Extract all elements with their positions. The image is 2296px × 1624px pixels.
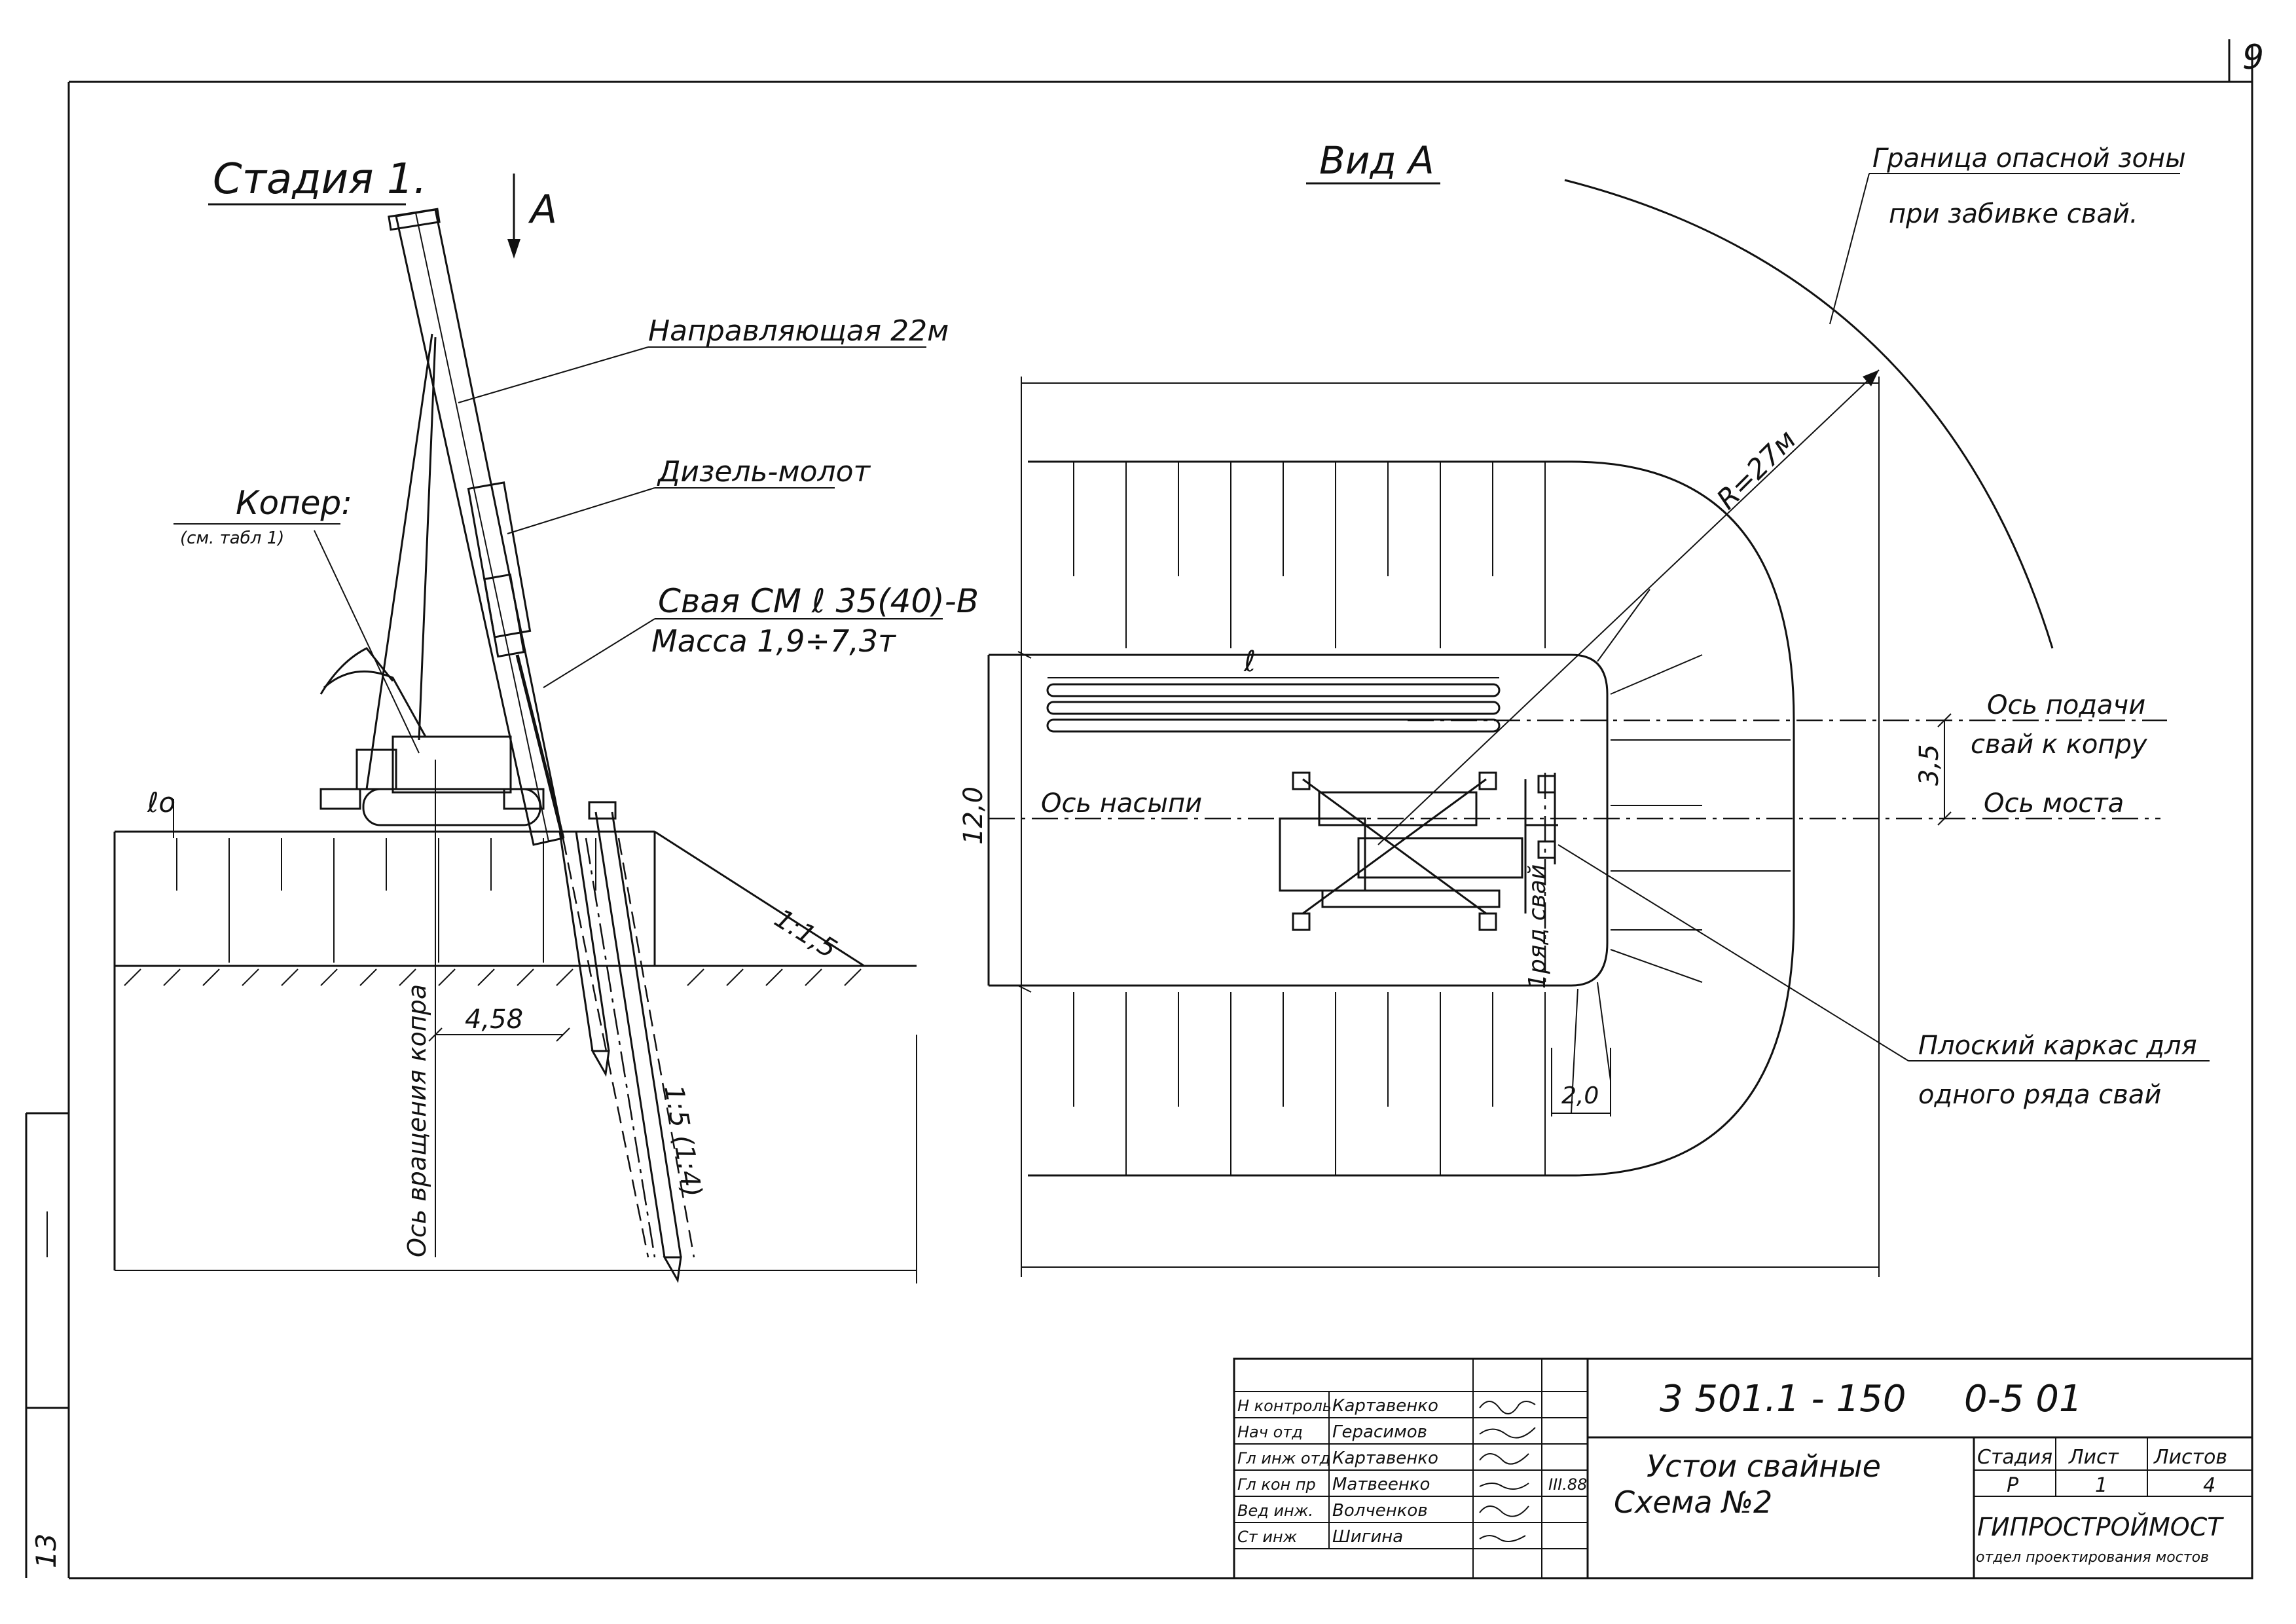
dim-458-label: 4,58 <box>465 1005 523 1035</box>
frame-leader <box>1558 844 1909 1061</box>
stored-piles: ℓ <box>1046 645 1501 733</box>
signatures <box>1479 1401 1536 1542</box>
slope-label: 1:1,5 <box>769 903 842 964</box>
callouts-left <box>173 346 943 754</box>
doc-suffix: 0-5 01 <box>1964 1378 2083 1420</box>
danger-zone-2: при забивке свай. <box>1889 199 2138 229</box>
name-3: Матвеенко <box>1332 1475 1430 1494</box>
role-0: Н контроль <box>1237 1397 1332 1415</box>
danger-zone-1: Граница опасной зоны <box>1872 143 2186 174</box>
name-4: Волченков <box>1332 1501 1428 1521</box>
danger-zone-arc <box>1564 179 2054 649</box>
koper-plan <box>1279 771 1558 931</box>
doc-code: 3 501.1 - 150 <box>1660 1378 1906 1420</box>
name-5: Шигина <box>1332 1527 1403 1547</box>
pile-driver-koper <box>319 208 565 846</box>
name-2: Картавенко <box>1332 1449 1438 1468</box>
pile-slope-label: 1:5 (1:4) <box>658 1083 707 1200</box>
page-number: 9 <box>2242 38 2264 77</box>
radius-line <box>1377 369 1880 845</box>
embankment-axis-label: Ось насыпи <box>1041 788 1202 819</box>
title-line-2: Схема №2 <box>1614 1485 1772 1520</box>
hammer-label: Дизель-молот <box>657 455 871 489</box>
radius-label: R=27м <box>1710 424 1802 515</box>
date: III.88 <box>1548 1475 1587 1494</box>
embankment-inner <box>989 654 1609 987</box>
value-stage: Р <box>2007 1474 2019 1497</box>
view-a: Вид А Граница опасной зоны при забивке с… <box>958 138 2210 1277</box>
org-name: ГИПРОСТРОЙМОСТ <box>1977 1513 2224 1541</box>
dept-name: отдел проектирования мостов <box>1976 1549 2209 1566</box>
koper-note: (см. табл 1) <box>180 528 284 548</box>
role-3: Гл кон пр <box>1237 1475 1316 1494</box>
dim-458: 4,58 Ось вращения копра <box>403 760 570 1257</box>
margin-note: 13 <box>30 1534 62 1568</box>
dim-35-label: 3,5 <box>1914 744 1944 786</box>
pad-hatching <box>1073 462 1791 1175</box>
rotation-axis-label: Ось вращения копра <box>403 984 431 1257</box>
pile-label: Свая СМ ℓ 35(40)-В <box>658 582 979 620</box>
header-stage: Стадия <box>1977 1446 2052 1469</box>
feed-axis-2: свай к копру <box>1971 729 2148 760</box>
work-pad-outline <box>1028 460 1795 1177</box>
dim-20: 2,0 <box>1551 1048 1611 1116</box>
role-1: Нач отд <box>1237 1423 1303 1441</box>
role-5: Ст инж <box>1237 1528 1298 1546</box>
title-block: Н контроль Нач отд Гл инж отд Гл кон пр … <box>1233 1357 2253 1579</box>
dim-20-label: 2,0 <box>1561 1082 1599 1109</box>
frame-label-2: одного ряда свай <box>1918 1080 2161 1110</box>
axes: 3,5 Ось насыпи Ось подачи свай к копру О… <box>989 690 2167 826</box>
role-4: Вед инж. <box>1237 1502 1313 1520</box>
role-2: Гл инж отд <box>1237 1449 1330 1467</box>
dim-12-label: 12,0 <box>958 786 989 845</box>
stage-1-view: Стадия 1. А <box>113 155 979 1283</box>
guide-label: Направляющая 22м <box>648 314 949 348</box>
value-sheet: 1 <box>2095 1474 2107 1497</box>
header-sheet: Лист <box>2068 1446 2120 1469</box>
value-sheets: 4 <box>2203 1474 2215 1497</box>
view-arrow-a: А <box>507 174 557 259</box>
driven-piles <box>558 801 695 1283</box>
frame-label-1: Плоский каркас для <box>1918 1031 2197 1061</box>
view-title: Вид А <box>1319 138 1434 183</box>
view-marker-a: А <box>528 187 557 232</box>
row-label: 1ряд свай <box>1524 864 1551 989</box>
mass-label: Масса 1,9÷7,3т <box>651 623 896 659</box>
dim-12: 12,0 <box>958 655 989 986</box>
title-line-1: Устои свайные <box>1647 1449 1881 1484</box>
length-label: ℓ <box>1243 645 1256 678</box>
name-1: Герасимов <box>1332 1422 1427 1442</box>
bridge-axis-label: Ось моста <box>1984 788 2124 819</box>
feed-axis-1: Ось подачи <box>1987 690 2145 720</box>
name-0: Картавенко <box>1332 1396 1438 1416</box>
koper-label: Копер: <box>236 484 352 522</box>
e0-label: ℓо <box>147 786 175 819</box>
header-sheets: Листов <box>2153 1446 2227 1469</box>
stage-title: Стадия 1. <box>213 155 427 204</box>
